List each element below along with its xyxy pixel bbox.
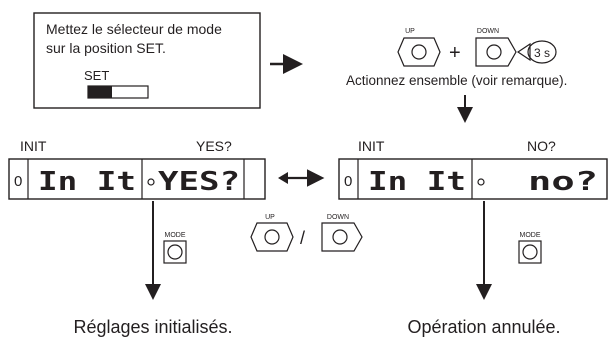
slash-separator: / <box>300 228 305 248</box>
up-button-top[interactable]: UP <box>397 28 441 67</box>
instruction-box: Mettez le sélecteur de mode sur la posit… <box>33 12 261 109</box>
left-caption-init: INIT <box>20 138 47 154</box>
instruction-line-1: Mettez le sélecteur de mode <box>46 21 222 37</box>
right-lcd-display: 0 In It no? <box>338 158 608 200</box>
hold-time-text: 3 s <box>534 46 550 60</box>
up-label-center: UP <box>265 214 275 221</box>
left-lcd-value: YES? <box>158 167 240 197</box>
mode-label-right: MODE <box>520 232 541 239</box>
left-lcd-display: 0 In It YES? <box>8 158 266 200</box>
plus-sign: + <box>449 42 461 64</box>
right-lcd-main: In It <box>368 167 466 197</box>
set-label: SET <box>84 68 109 83</box>
left-lcd-main: In It <box>38 167 136 197</box>
right-caption-init: INIT <box>358 138 385 154</box>
mode-button-left[interactable]: MODE <box>163 232 187 264</box>
left-lcd-dot <box>147 178 155 186</box>
mode-selector-switch[interactable] <box>87 85 149 99</box>
hold-time-badge: 3 s <box>516 40 557 64</box>
right-lcd-dot <box>477 178 485 186</box>
right-lcd-value: no? <box>528 167 598 197</box>
up-label-top: UP <box>405 28 415 35</box>
mode-button-right[interactable]: MODE <box>518 232 542 264</box>
result-left: Réglages initialisés. <box>73 317 232 337</box>
left-lcd-digit: 0 <box>14 173 22 190</box>
down-label-top: DOWN <box>477 28 499 35</box>
down-button-top[interactable]: DOWN <box>475 28 517 67</box>
press-together-text: Actionnez ensemble (voir remarque). <box>346 73 567 88</box>
instruction-line-2: sur la position SET. <box>46 40 166 56</box>
down-button-center[interactable]: DOWN <box>321 214 363 252</box>
right-lcd-digit: 0 <box>344 173 352 190</box>
down-label-center: DOWN <box>327 214 349 221</box>
toggle-double-arrow <box>278 169 325 187</box>
right-caption-no: NO? <box>527 138 556 154</box>
result-right: Opération annulée. <box>407 317 560 337</box>
up-button-center[interactable]: UP <box>250 214 294 252</box>
left-caption-yes: YES? <box>196 138 232 154</box>
mode-label-left: MODE <box>165 232 186 239</box>
